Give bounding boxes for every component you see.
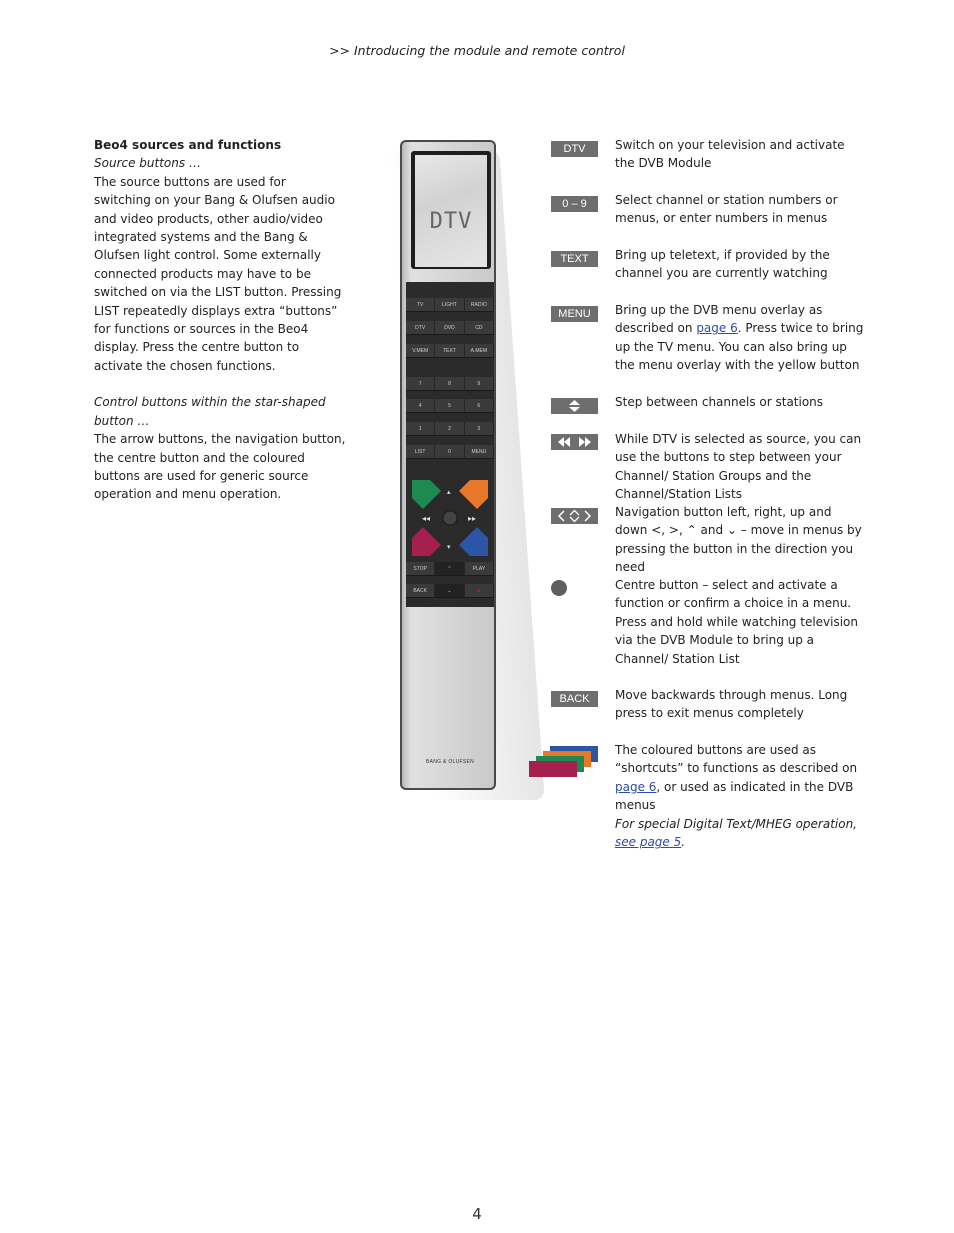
centre-button-icon [551,580,567,596]
key-menu: MENU [464,445,494,459]
key-light: LIGHT [435,298,465,312]
key-5: 5 [435,399,465,413]
key-tv: TV [406,298,436,312]
up-down-arrows-icon [569,400,580,412]
desc-nav: Navigation button left, right, up and do… [615,505,862,575]
key-row: 7 8 9 [406,377,494,391]
remote-display: DTV [411,151,491,269]
key-6: 6 [464,399,494,413]
forward-glyph: ▸▸ [468,514,476,523]
left-column: Beo4 sources and functions Source button… [94,136,346,504]
desc-dtv: Switch on your television and activate t… [615,138,845,171]
key-up: ⌃ [435,562,465,576]
remote-keypad: TV LIGHT RADIO DTV DVD CD V.MEM TEXT A.M… [406,282,494,607]
rewind-glyph: ◂◂ [422,514,430,523]
desc-centre: Centre button – select and activate a fu… [615,578,859,666]
desc-numbers: Select channel or station numbers or men… [615,193,838,226]
lower-keys: STOP ⌃ PLAY BACK ⌄ ● [406,560,494,600]
rewind-forward-icon [558,437,591,447]
source-heading: Source buttons … [94,156,201,171]
key-row: TV LIGHT RADIO [406,298,494,312]
nav-up-icon: ⌃ [686,523,697,538]
centre-button [442,510,458,526]
key-1: 1 [406,422,436,436]
key-stop: STOP [406,562,436,576]
running-header: >> Introducing the module and remote con… [329,43,625,58]
key-3: 3 [464,422,494,436]
key-text: TEXT [435,344,465,358]
key-list: LIST [406,445,436,459]
mheg-note: For special Digital Text/MHEG operation,… [615,817,857,850]
desc-back: Move backwards through menus. Long press… [615,688,848,721]
page-6-link[interactable]: page 6 [696,321,738,336]
page-number: 4 [472,1205,482,1223]
key-dtv: DTV [406,321,436,335]
desc-coloured: The coloured buttons are used as “shortc… [615,743,858,813]
key-7: 7 [406,377,436,391]
display-text: DTV [429,209,473,234]
key-row: DTV DVD CD [406,321,494,335]
page-6-link[interactable]: page 6 [615,779,657,794]
badge-nav [551,508,598,524]
nav-down-icon: ⌄ [726,523,737,538]
key-row: BACK ⌄ ● [406,584,494,598]
badge-menu: MENU [551,306,598,322]
key-8: 8 [435,377,465,391]
key-0: 0 [435,445,465,459]
key-dvd: DVD [435,321,465,335]
desc-updown: Step between channels or stations [615,395,824,409]
key-cd: CD [464,321,494,335]
key-row: V.MEM TEXT A.MEM [406,344,494,358]
navigation-arrows-icon [557,509,592,523]
key-4: 4 [406,399,436,413]
key-row: STOP ⌃ PLAY [406,562,494,576]
down-glyph: ▾ [447,543,451,551]
page-5-link[interactable]: see page 5 [615,835,682,850]
key-2: 2 [435,422,465,436]
source-paragraph: The source buttons are used for switchin… [94,174,342,373]
control-paragraph: The arrow buttons, the navigation button… [94,432,346,502]
desc-wind: While DTV is selected as source, you can… [615,432,862,502]
key-back: BACK [406,584,436,598]
brand-logo: BANG & OLUFSEN [425,759,475,765]
badge-text: TEXT [551,251,598,267]
key-row: 1 2 3 [406,422,494,436]
key-down: ⌄ [435,584,465,598]
key-radio: RADIO [464,298,494,312]
key-9: 9 [464,377,494,391]
coloured-buttons-icon [529,746,598,777]
nav-right-icon: >, [668,523,683,538]
desc-menu: Bring up the DVB menu overlay as describ… [615,303,864,373]
beo4-remote-illustration: DTV TV LIGHT RADIO DTV DVD CD V.MEM TEXT… [400,140,498,792]
section-title: Beo4 sources and functions [94,138,282,152]
badge-dtv: DTV [551,141,598,157]
up-glyph: ▴ [447,488,451,496]
key-play: PLAY [464,562,494,576]
star-button-illustration: ◂◂ ▸▸ ▴ ▾ [412,480,488,556]
nav-left-icon: <, [651,523,666,538]
control-heading: Control buttons within the star-shaped b… [94,395,326,428]
badge-updown [551,398,598,414]
badge-numbers: 0 – 9 [551,196,598,212]
badge-wind [551,434,598,450]
badge-back: BACK [551,691,598,707]
key-amem: A.MEM [464,344,494,358]
key-record: ● [464,584,494,598]
key-vmem: V.MEM [406,344,436,358]
desc-text: Bring up teletext, if provided by the ch… [615,248,830,281]
key-row: LIST 0 MENU [406,445,494,459]
key-row: 4 5 6 [406,399,494,413]
